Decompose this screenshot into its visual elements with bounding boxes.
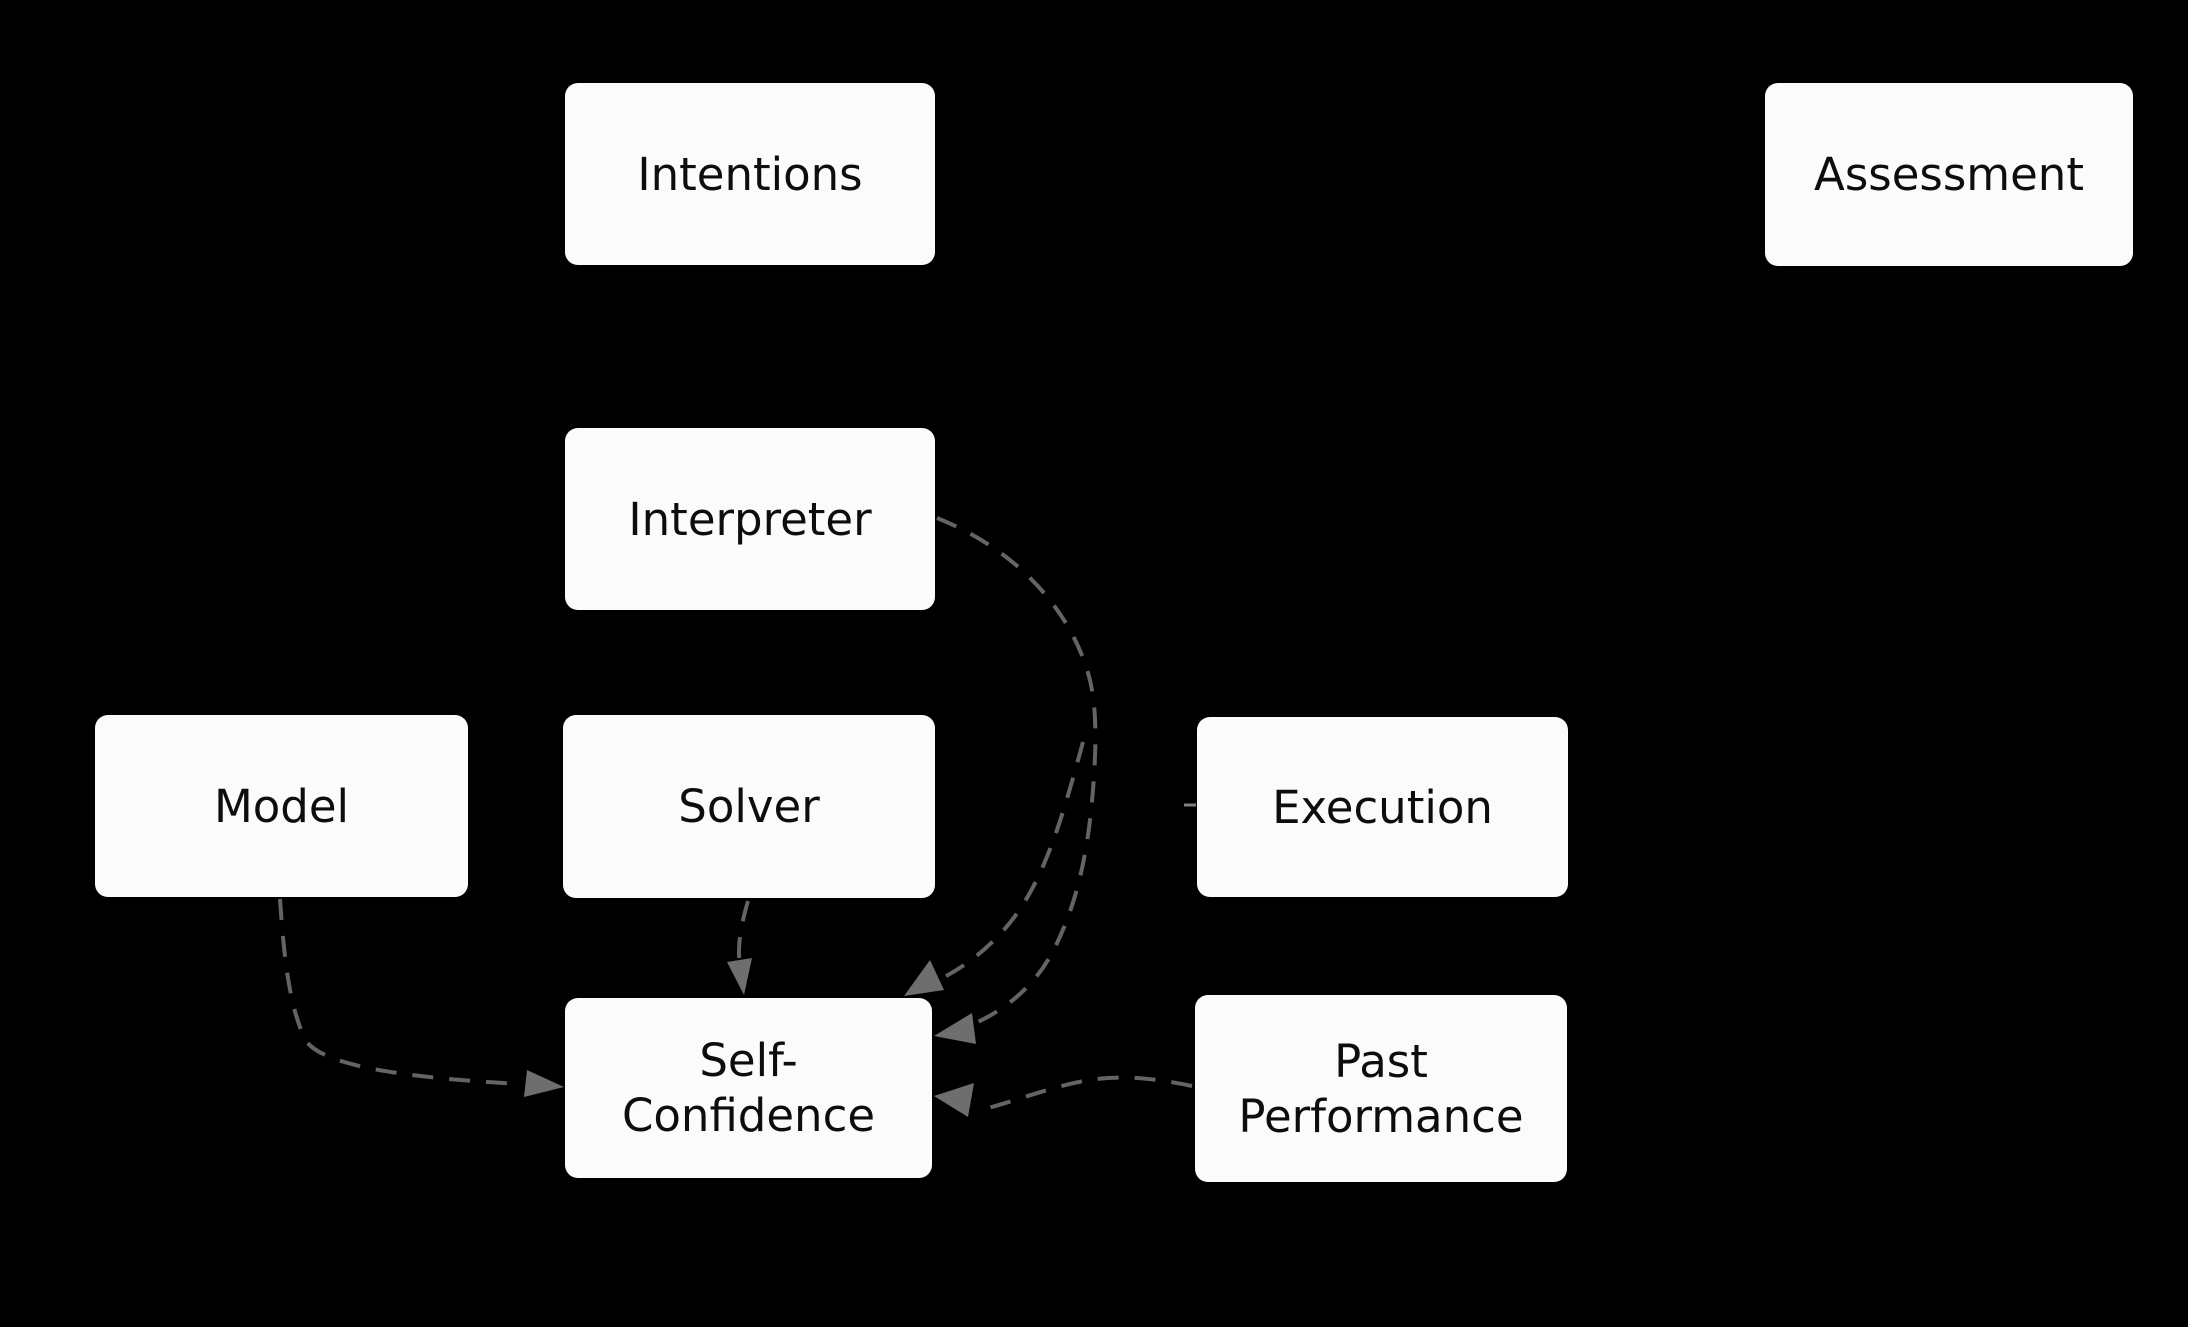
- edge-solver-to-self-confidence: [736, 900, 750, 967]
- edge-branch-to-self-confidence-top: [921, 741, 1085, 989]
- node-self-confidence-label: Self-Confidence: [621, 1034, 875, 1142]
- edge-past-performance-to-self-confidence: [975, 1075, 1193, 1113]
- node-interpreter: Interpreter: [565, 428, 935, 610]
- node-intentions: Intentions: [565, 83, 935, 265]
- arrowhead-into-self-confidence-top: [727, 958, 752, 995]
- node-past-performance-label: Past Performance: [1238, 1034, 1524, 1143]
- node-model: Model: [95, 715, 468, 897]
- node-intentions-label: Intentions: [637, 147, 863, 201]
- node-interpreter-label: Interpreter: [628, 492, 872, 546]
- node-solver-label: Solver: [678, 780, 820, 833]
- node-past-performance: Past Performance: [1195, 995, 1567, 1182]
- edge-interpreter-to-self-confidence: [936, 516, 1098, 1035]
- arrowhead-into-self-confidence-right-lower: [934, 1083, 974, 1117]
- node-self-confidence: Self-Confidence: [565, 998, 932, 1178]
- node-execution-label: Execution: [1272, 780, 1493, 834]
- arrowhead-into-self-confidence-left: [524, 1070, 564, 1097]
- arrowhead-into-self-confidence-top-right: [904, 960, 944, 996]
- node-assessment-label: Assessment: [1814, 148, 2084, 201]
- edge-model-to-self-confidence: [278, 898, 521, 1086]
- node-execution: Execution: [1197, 717, 1568, 897]
- arrowhead-into-self-confidence-right-upper: [934, 1013, 976, 1044]
- node-assessment: Assessment: [1765, 83, 2133, 266]
- node-solver: Solver: [563, 715, 935, 898]
- node-model-label: Model: [213, 779, 350, 833]
